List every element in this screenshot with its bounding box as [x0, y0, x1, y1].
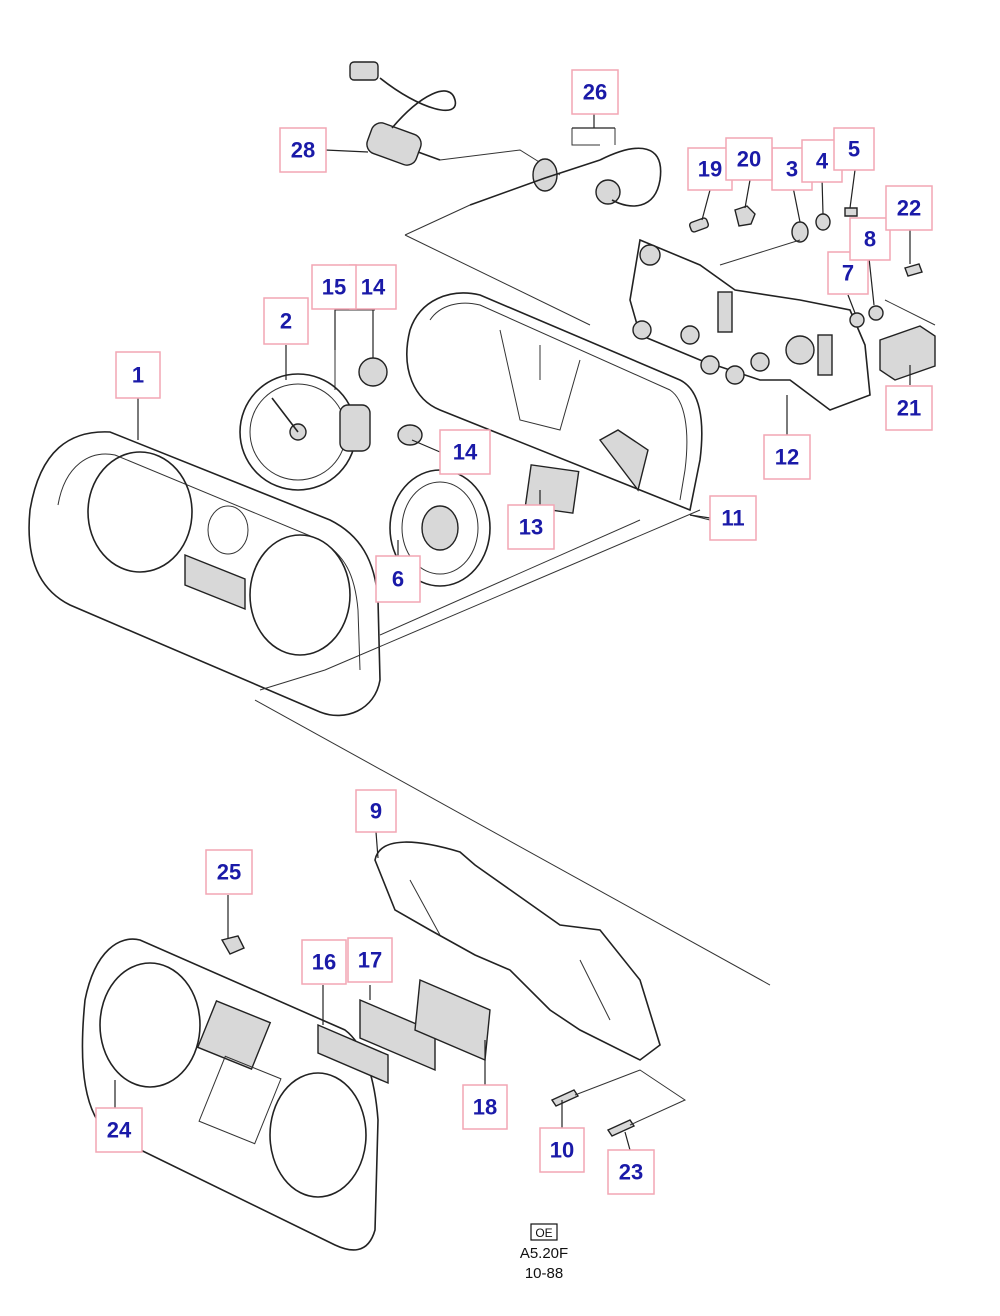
parts-10-23-screws	[550, 1069, 687, 1137]
footer-date: 10-88	[525, 1265, 563, 1282]
svg-text:8: 8	[864, 227, 876, 252]
parts-7-8-21-22	[849, 263, 936, 381]
svg-text:12: 12	[775, 445, 799, 470]
callout-28: 28	[279, 127, 327, 173]
svg-text:6: 6	[392, 567, 404, 592]
callout-5: 5	[833, 127, 875, 171]
part-24-mask	[81, 938, 379, 1251]
callout-18: 18	[462, 1084, 508, 1130]
part-28-sender	[349, 61, 561, 176]
callout-11: 11	[709, 495, 757, 541]
footer-code-text: A5.20F	[520, 1245, 568, 1262]
part-25-clip	[220, 935, 245, 955]
callout-12: 12	[763, 434, 811, 480]
svg-text:22: 22	[897, 196, 921, 221]
callout-10: 10	[539, 1127, 585, 1173]
part-1-bezel	[28, 431, 381, 717]
svg-text:11: 11	[721, 506, 744, 531]
svg-text:28: 28	[291, 138, 315, 163]
svg-text:14: 14	[361, 275, 386, 300]
callout-14-top: 14	[349, 264, 397, 310]
svg-text:1: 1	[132, 363, 144, 388]
svg-text:20: 20	[737, 147, 761, 172]
parts-16-17-18	[317, 978, 491, 1085]
svg-text:18: 18	[473, 1095, 497, 1120]
callout-21: 21	[885, 385, 933, 431]
svg-text:3: 3	[786, 157, 798, 182]
svg-text:5: 5	[848, 137, 860, 162]
callout-17: 17	[347, 937, 393, 983]
callout-16: 16	[301, 939, 347, 985]
svg-text:9: 9	[370, 799, 382, 824]
svg-text:13: 13	[519, 515, 543, 540]
callout-24: 24	[95, 1107, 143, 1153]
svg-text:26: 26	[583, 80, 607, 105]
callout-2: 2	[263, 297, 309, 345]
svg-text:15: 15	[322, 275, 346, 300]
svg-text:24: 24	[107, 1118, 132, 1143]
bulbs	[334, 309, 423, 446]
svg-text:14: 14	[453, 440, 478, 465]
svg-text:23: 23	[619, 1160, 643, 1185]
illustration	[28, 61, 936, 1251]
callout-25: 25	[205, 849, 253, 895]
callout-6: 6	[375, 555, 421, 603]
part-26-cable	[469, 127, 662, 207]
part-11-housing	[406, 292, 711, 521]
svg-text:2: 2	[280, 309, 292, 334]
callout-9: 9	[355, 789, 397, 833]
svg-text:19: 19	[698, 157, 722, 182]
footer-code: OE A5.20F 10-88	[520, 1223, 568, 1282]
callout-26: 26	[571, 69, 619, 115]
svg-text:25: 25	[217, 860, 241, 885]
callout-22: 22	[885, 185, 933, 231]
callouts: 1 2 3 4 5 6 7 8 9 10 11 12 13 14 14 15 1…	[95, 69, 933, 1195]
part-2-speedometer	[239, 373, 371, 491]
part-9-lens	[374, 841, 661, 1061]
svg-text:21: 21	[897, 396, 921, 421]
leader-lines	[114, 110, 911, 1151]
footer-badge: OE	[535, 1226, 552, 1240]
callout-14-mid: 14	[439, 429, 491, 475]
callout-20: 20	[725, 137, 773, 181]
callout-15: 15	[311, 264, 357, 310]
callout-8: 8	[849, 217, 891, 261]
svg-text:4: 4	[816, 149, 829, 174]
callout-1: 1	[115, 351, 161, 399]
svg-text:7: 7	[842, 261, 854, 286]
footer-badge-box	[530, 1223, 558, 1241]
svg-text:16: 16	[312, 950, 336, 975]
part-12-circuit-plate	[629, 238, 871, 411]
svg-text:10: 10	[550, 1138, 574, 1163]
svg-text:17: 17	[358, 948, 382, 973]
callout-13: 13	[507, 504, 555, 550]
callout-23: 23	[607, 1149, 655, 1195]
callout-19: 19	[687, 147, 733, 191]
